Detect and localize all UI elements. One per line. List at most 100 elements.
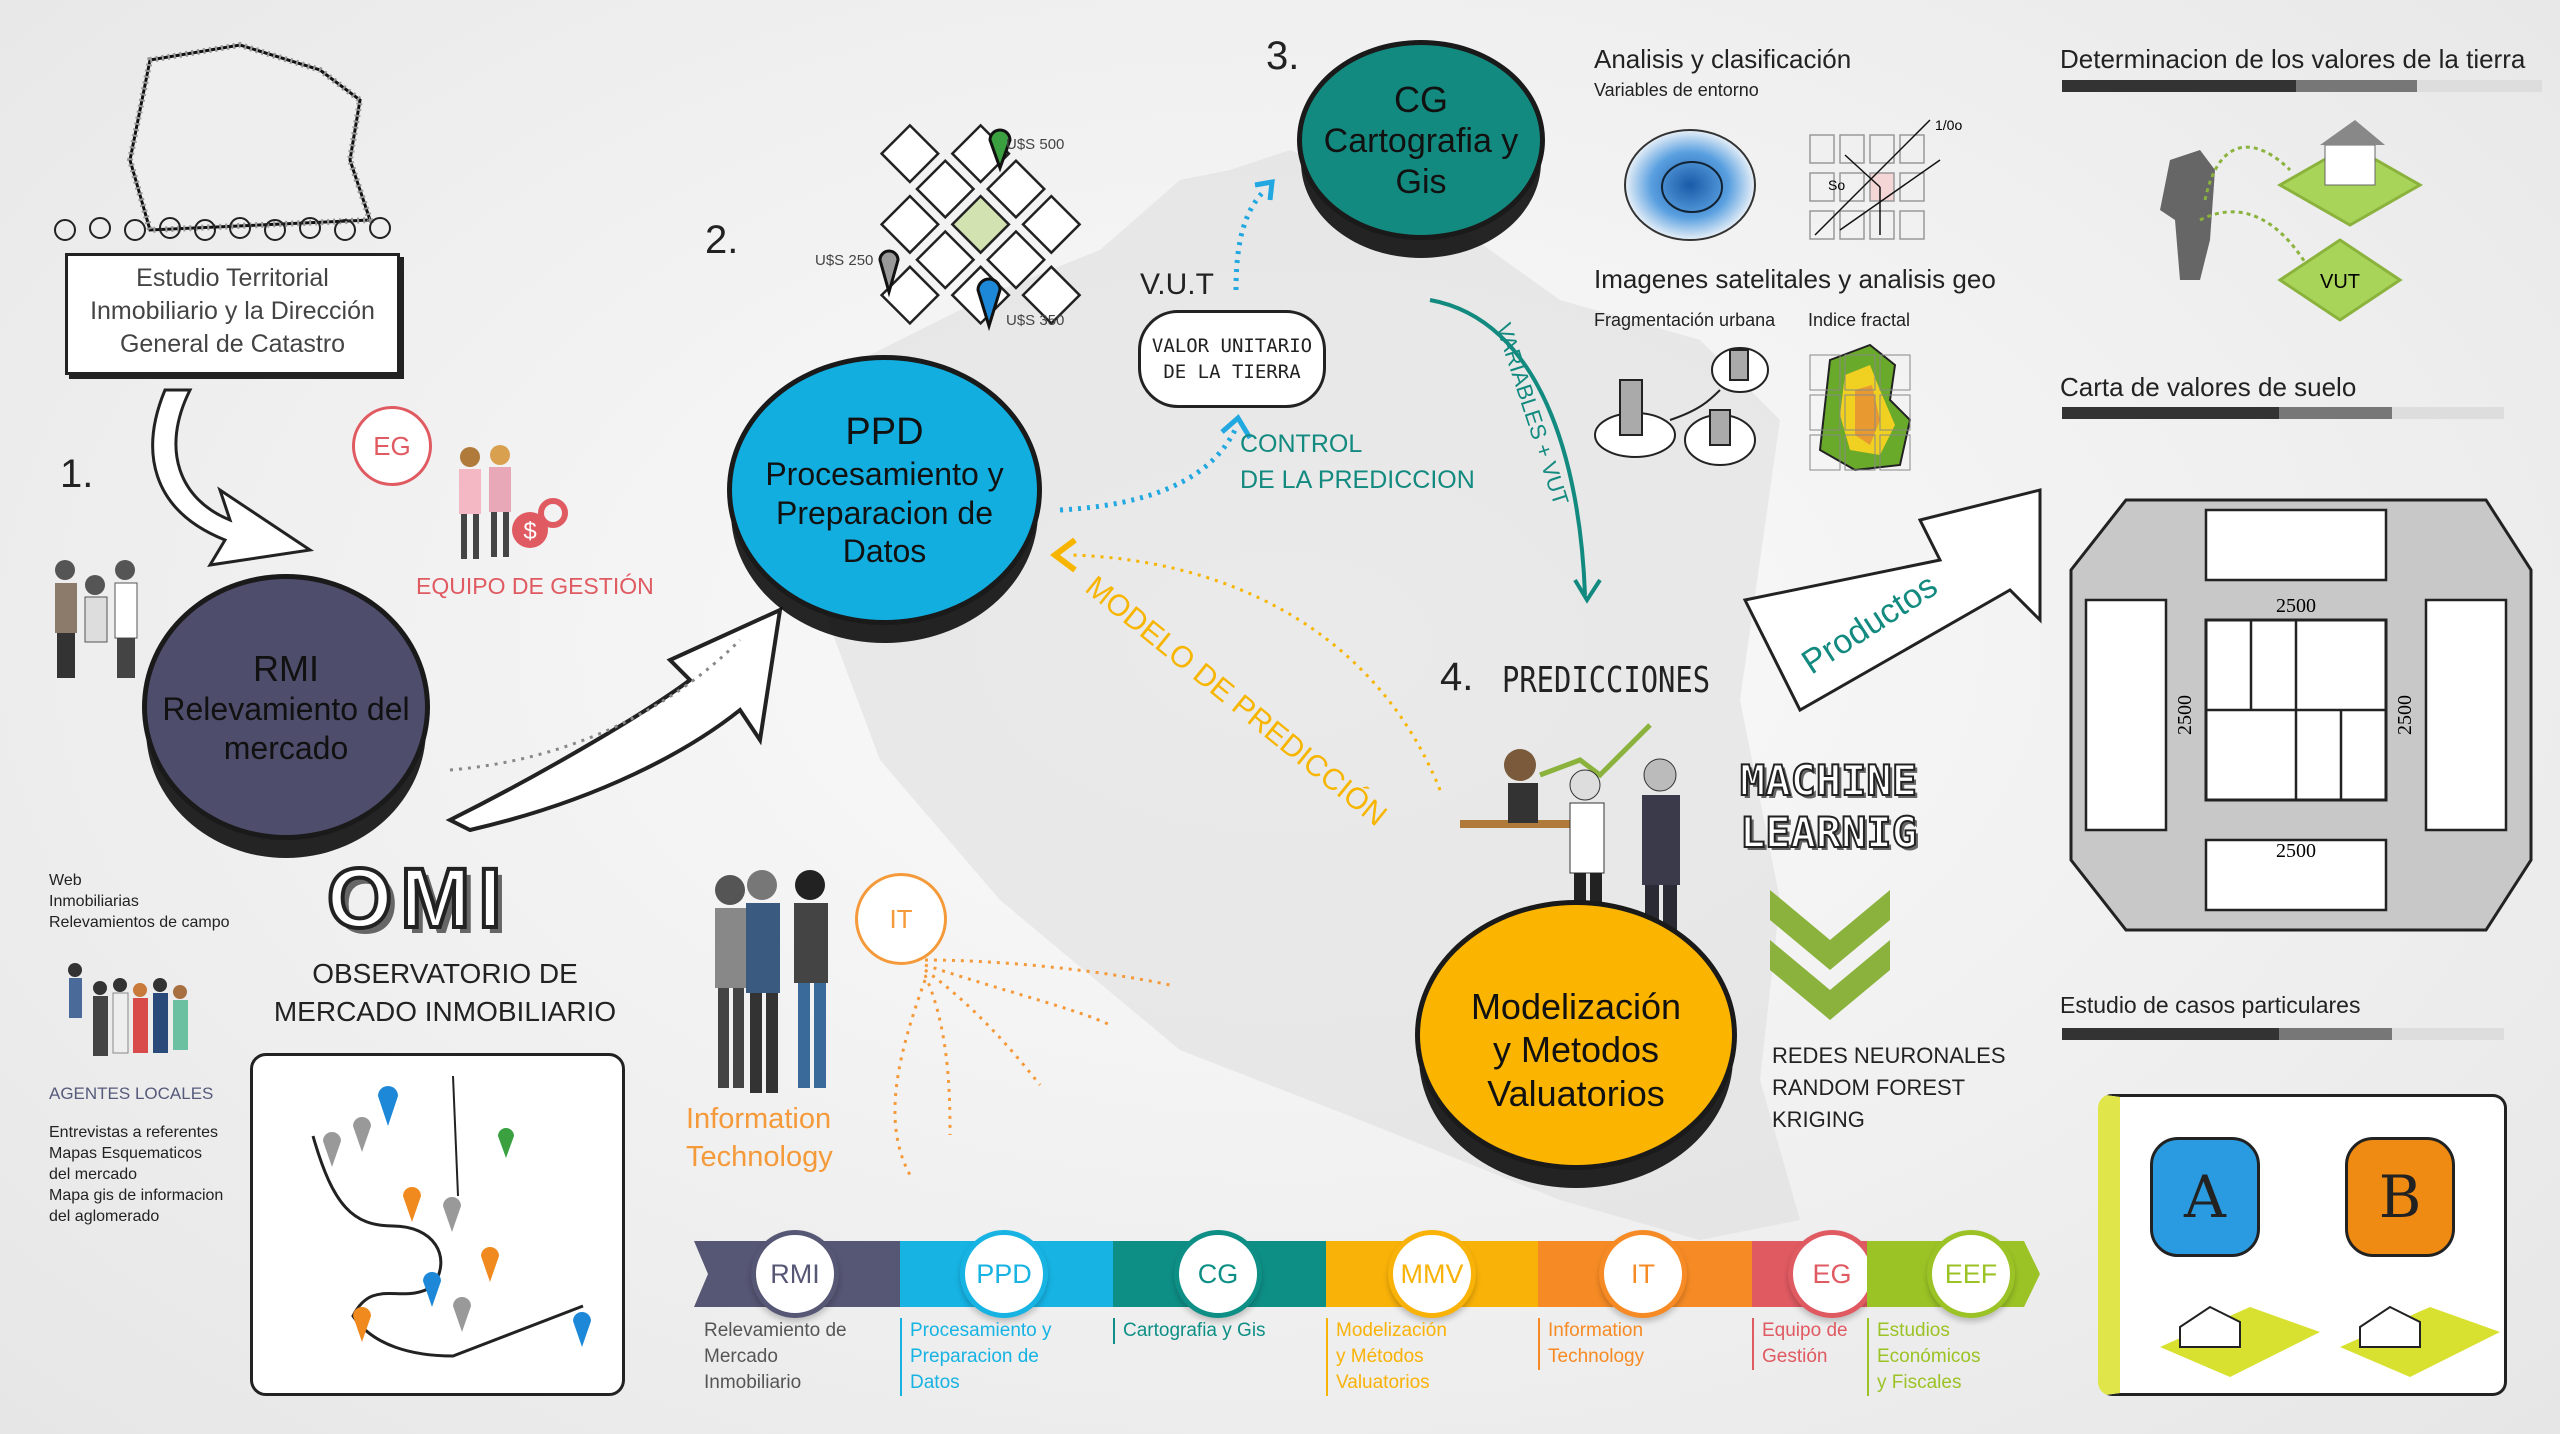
- chevrons-down-icon: [1770, 890, 1890, 1020]
- svg-text:$: $: [523, 518, 536, 545]
- street-value: 2500: [2394, 695, 2416, 735]
- casos-bar: [2062, 1028, 2504, 1040]
- street-grid-map: 2500 2500 2500 2500: [2069, 498, 2533, 932]
- agents-item: Entrevistas a referentes: [49, 1124, 218, 1141]
- rmi-abbr: RMI: [253, 648, 319, 690]
- timeline-label-cg: Cartografia y Gis: [1113, 1318, 1266, 1344]
- timeline-label-line: Equipo de: [1762, 1320, 1848, 1341]
- local-agents-icon: [68, 963, 188, 1056]
- fragmentation-label: Fragmentación urbana: [1594, 310, 1776, 330]
- header-line-1: Estudio Territorial: [136, 264, 329, 292]
- timeline-label-line: Relevamiento de: [704, 1320, 847, 1341]
- ml-line-1: MACHINE: [1739, 755, 1918, 806]
- mmv-line-2: y Metodos: [1492, 1029, 1660, 1071]
- timeline-label-line: y Métodos: [1336, 1346, 1424, 1367]
- street-value: 2500: [2276, 840, 2316, 862]
- ml-method: KRIGING: [1772, 1107, 1865, 1132]
- rmi-line-2: mercado: [223, 729, 349, 766]
- it-label: Information Technology: [686, 1100, 833, 1176]
- ml-methods-list: REDES NEURONALES RANDOM FOREST KRIGING: [1772, 1040, 2006, 1136]
- ppd-line-1: Procesamiento y: [765, 456, 1004, 493]
- timeline-label-line: Datos: [910, 1372, 960, 1393]
- it-team-illustration: [715, 870, 828, 1093]
- timeline-label-eg: Equipo de Gestión: [1752, 1318, 1848, 1370]
- vut-box: VALOR UNITARIO DE LA TIERRA: [1138, 310, 1326, 408]
- lots-grid-illustration: [878, 123, 1082, 332]
- timeline-label-line: Technology: [1548, 1346, 1645, 1367]
- carta-title: Carta de valores de suelo: [2060, 372, 2357, 402]
- timeline-label-line: Estudios: [1877, 1320, 1950, 1341]
- timeline-badge-eg[interactable]: EG: [1788, 1230, 1876, 1318]
- satellite-title: Imagenes satelitales y analisis geo: [1594, 264, 1996, 294]
- mmv-coin[interactable]: Modelización y Metodos Valuatorios: [1415, 900, 1737, 1170]
- omi-logo: OMI: [325, 849, 510, 947]
- agents-list: Entrevistas a referentes Mapas Esquemati…: [49, 1122, 223, 1227]
- rmi-coin[interactable]: RMI Relevamiento del mercado: [142, 574, 430, 840]
- timeline-label-line: Cartografia y Gis: [1123, 1320, 1266, 1341]
- omi-title: OBSERVATORIO DE MERCADO INMOBILIARIO: [250, 955, 640, 1031]
- omi-title-line-2: MERCADO INMOBILIARIO: [273, 996, 617, 1027]
- timeline-label-line: Procesamiento y: [910, 1320, 1052, 1341]
- step-3-number: 3.: [1266, 34, 1300, 78]
- cg-coin[interactable]: CG Cartografia y Gis: [1297, 40, 1545, 240]
- timeline-label-line: Modelización: [1336, 1320, 1447, 1341]
- timeline-badge-it[interactable]: IT: [1599, 1230, 1687, 1318]
- ml-line-2: LEARNIG: [1739, 807, 1918, 858]
- determination-title: Determinacion de los valores de la tierr…: [2060, 44, 2526, 74]
- grid-label: 1/0o: [1935, 117, 1962, 133]
- agents-item: del mercado: [49, 1166, 138, 1183]
- agents-item: Mapa gis de informacion: [49, 1187, 224, 1204]
- timeline-badge-mmv[interactable]: MMV: [1388, 1230, 1476, 1318]
- agents-item: Mapas Esquematicos: [49, 1145, 202, 1162]
- price-label: U$S 250: [815, 252, 874, 269]
- cg-abbr: CG: [1394, 78, 1448, 120]
- timeline-badge-cg[interactable]: CG: [1174, 1230, 1262, 1318]
- step-2-number: 2.: [705, 218, 739, 262]
- timeline-label-line: Gestión: [1762, 1346, 1828, 1367]
- carta-bar: [2062, 407, 2504, 419]
- timeline-label-line: Information: [1548, 1320, 1644, 1341]
- grid-label: So: [1828, 177, 1845, 193]
- productos-arrow: [1742, 488, 2042, 713]
- casos-title: Estudio de casos particulares: [2060, 992, 2361, 1018]
- agents-item: del aglomerado: [49, 1208, 160, 1225]
- ml-method: REDES NEURONALES: [1772, 1043, 2006, 1068]
- source-item: Relevamientos de campo: [49, 914, 230, 931]
- rmi-line-1: Relevamiento del: [162, 691, 410, 728]
- eg-label: EQUIPO DE GESTIÓN: [416, 573, 654, 599]
- control-prediccion-label: CONTROL DE LA PREDICCION: [1240, 426, 1475, 498]
- it-line-2: Technology: [686, 1141, 833, 1173]
- timeline-badge-ppd[interactable]: PPD: [960, 1230, 1048, 1318]
- price-label: U$S 350: [1006, 312, 1065, 329]
- source-item: Inmobiliarias: [49, 893, 139, 910]
- case-a-label: A: [2184, 1163, 2226, 1231]
- curved-arrow-down-icon: [151, 388, 315, 567]
- vut-line-1: VALOR UNITARIO: [1151, 335, 1313, 357]
- market-map-sketch: [311, 1075, 591, 1358]
- it-badge[interactable]: IT: [855, 873, 947, 965]
- analysis-title: Analisis y clasificación: [1594, 44, 1852, 74]
- timeline-label-line: Inmobiliario: [704, 1372, 802, 1393]
- management-team-icon: $: [459, 445, 568, 559]
- it-line-1: Information: [686, 1103, 832, 1135]
- omi-title-line-1: OBSERVATORIO DE: [312, 958, 578, 989]
- machine-learning-logo: MACHINE LEARNIG: [1739, 755, 1918, 859]
- urban-fragmentation-icon: [1594, 347, 1769, 466]
- timeline-badge-rmi[interactable]: RMI: [751, 1230, 839, 1318]
- timeline-label-line: Preparacion de: [910, 1346, 1039, 1367]
- street-value: 2500: [2276, 595, 2316, 617]
- analysis-subtitle: Variables de entorno: [1594, 80, 1759, 100]
- case-houses: [2160, 1305, 2500, 1377]
- eg-badge[interactable]: EG: [352, 406, 432, 486]
- vector-grid-icon: 1/0o So: [1809, 117, 1962, 240]
- header-line-2: Inmobiliario y la Dirección: [90, 297, 375, 325]
- timeline-badge-eef[interactable]: EEF: [1927, 1230, 2015, 1318]
- street-value: 2500: [2174, 695, 2196, 735]
- determination-bar: [2062, 80, 2542, 92]
- ppd-coin[interactable]: PPD Procesamiento y Preparacion de Datos: [727, 355, 1042, 625]
- fractal-index-icon: [1809, 343, 1912, 472]
- header-box: Estudio Territorial Inmobiliario y la Di…: [65, 253, 400, 375]
